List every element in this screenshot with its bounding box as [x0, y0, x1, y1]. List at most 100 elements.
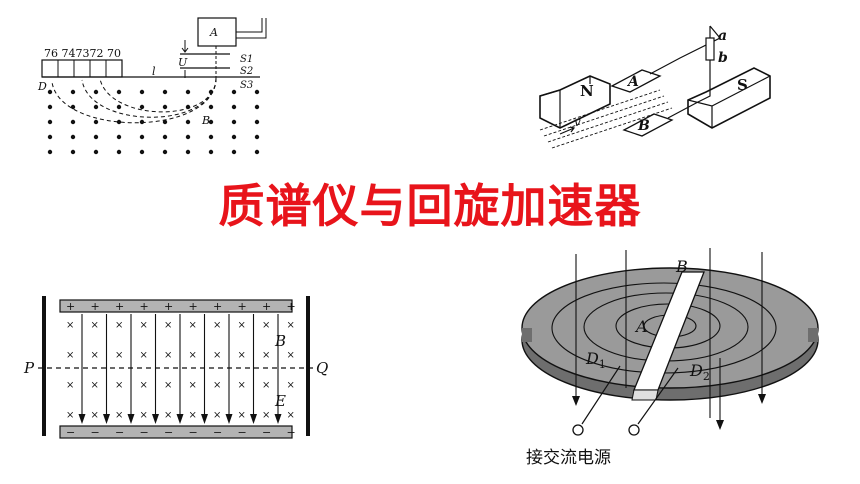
field-dot — [70, 134, 76, 140]
velocity-selector-svg: +−+−+−+−+−+−+−+−+−+− ×××××××××××××××××××… — [23, 296, 328, 439]
bottom-plate — [59, 425, 293, 439]
right-electrode — [306, 296, 310, 436]
minus-sign: − — [164, 426, 173, 439]
b-field-cross: × — [213, 320, 221, 331]
e-field-arrowhead — [250, 414, 257, 424]
plus-sign: + — [115, 300, 124, 313]
b-field-cross: × — [238, 410, 246, 421]
field-dot — [185, 119, 191, 125]
field-dot — [254, 119, 260, 125]
plus-sign: + — [189, 300, 198, 313]
slit-label-s3: S3 — [240, 80, 253, 91]
field-dot — [162, 119, 168, 125]
b-field-cross: × — [91, 410, 99, 421]
b-field-cross: × — [262, 320, 270, 331]
field-dot — [231, 134, 237, 140]
b-field-cross: × — [115, 350, 123, 361]
b-field-cross: × — [189, 320, 197, 331]
plate-a — [610, 69, 662, 93]
minus-sign: − — [238, 426, 247, 439]
b-field-cross: × — [287, 350, 295, 361]
field-dot — [208, 134, 214, 140]
e-field-arrowhead — [176, 414, 184, 424]
field-dot — [208, 149, 214, 155]
b-label: B — [274, 332, 286, 350]
cyclotron-svg: B A D1 D2 接交流电源 — [521, 248, 819, 468]
b-field-cross: × — [140, 350, 148, 361]
plus-sign: + — [213, 300, 222, 313]
b-field-cross: × — [189, 410, 197, 421]
plasma-flow-lines — [539, 89, 673, 149]
e-field-arrowhead — [152, 414, 159, 424]
power-source-label: 接交流电源 — [526, 448, 611, 468]
b-field-cross: × — [238, 380, 246, 391]
b-field-cross: × — [66, 380, 74, 391]
field-dot — [139, 134, 145, 140]
mhd-generator-svg: N S A B v a b — [539, 25, 771, 149]
p-label: P — [23, 359, 35, 377]
field-dot — [231, 119, 237, 125]
b-field-cross: × — [287, 410, 295, 421]
b-field-cross: × — [238, 320, 246, 331]
minus-sign: − — [91, 426, 100, 439]
voltage-label: U — [178, 56, 188, 69]
field-dot — [162, 134, 168, 140]
b-field-cross: × — [164, 320, 172, 331]
e-field-arrowhead — [225, 414, 233, 424]
magnetic-field-dots — [47, 89, 260, 155]
south-magnet — [687, 67, 771, 129]
north-label: N — [580, 82, 594, 100]
field-dot — [254, 104, 260, 110]
plate-b-label: B — [637, 118, 650, 134]
magnetic-field-lines — [575, 248, 763, 426]
field-dot — [254, 89, 260, 95]
field-dot — [116, 149, 122, 155]
b-field-cross: × — [238, 350, 246, 361]
field-dot — [162, 149, 168, 155]
scale-numbers: 76 747372 70 — [44, 47, 121, 60]
field-dot — [47, 149, 53, 155]
scale-plate — [41, 59, 123, 78]
field-dot — [231, 104, 237, 110]
b-field-cross: × — [287, 380, 295, 391]
field-dot — [208, 119, 214, 125]
source-label: A — [209, 26, 218, 39]
field-label: B — [201, 114, 210, 127]
field-dot — [231, 89, 237, 95]
minus-sign: − — [140, 426, 149, 439]
field-dot — [162, 89, 168, 95]
plus-sign: + — [164, 300, 173, 313]
mass-spectrometer-svg: 76 747372 70 A U S1 S2 S3 l D B — [37, 17, 267, 155]
field-dot — [254, 134, 260, 140]
magnetic-field-crosses: ×××××××××××××××××××××××××××××××××××××××× — [66, 320, 295, 421]
b-field-cross: × — [91, 320, 99, 331]
mass-spectrometer-diagram: 76 747372 70 A U S1 S2 S3 l D B — [30, 12, 280, 162]
minus-sign: − — [66, 426, 75, 439]
e-field-arrowhead — [274, 414, 282, 424]
field-dot — [162, 104, 168, 110]
mhd-generator-diagram: N S A B v a b — [530, 18, 790, 158]
terminal-right — [628, 424, 640, 436]
plus-sign: + — [91, 300, 100, 313]
minus-sign: − — [213, 426, 222, 439]
field-dot — [93, 119, 99, 125]
field-dot — [231, 149, 237, 155]
b-field-cross: × — [66, 410, 74, 421]
minus-sign: − — [262, 426, 271, 439]
plate-b — [622, 113, 674, 137]
field-dot — [47, 104, 53, 110]
south-label: S — [737, 76, 748, 94]
slit-label-s2: S2 — [240, 66, 253, 77]
b-field-cross: × — [262, 380, 270, 391]
e-field-arrowhead — [78, 414, 86, 424]
b-field-cross: × — [164, 410, 172, 421]
cyclotron-diagram: B A D1 D2 接交流电源 — [510, 248, 830, 476]
field-dot — [70, 119, 76, 125]
field-dot — [70, 89, 76, 95]
velocity-selector-diagram: +−+−+−+−+−+−+−+−+−+− ×××××××××××××××××××… — [20, 292, 340, 442]
field-dot — [254, 149, 260, 155]
detector-label: D — [37, 80, 47, 93]
minus-sign: − — [189, 426, 198, 439]
field-dot — [139, 149, 145, 155]
